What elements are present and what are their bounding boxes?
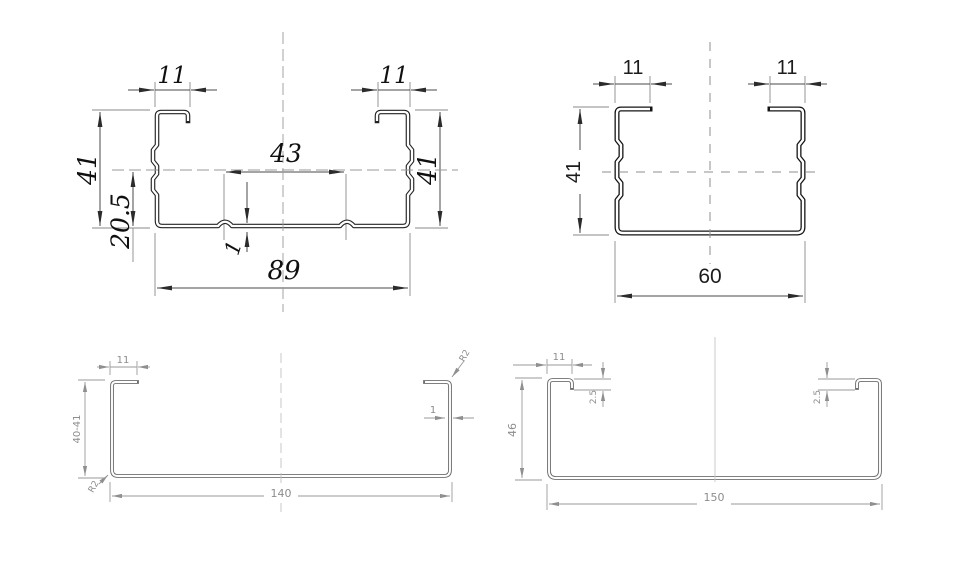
dim-label-lip: 11 <box>117 355 130 366</box>
dim-label-lip-right: 11 <box>379 63 408 89</box>
dimension-lines <box>573 76 827 303</box>
profile-outline-outer <box>153 112 412 226</box>
dim-label-overall-width: 89 <box>267 256 300 286</box>
drawing-top-right: 11 11 41 60 <box>563 42 827 303</box>
dim-label-radius-bottom: R2 <box>87 479 102 494</box>
dim-label-overall-width: 140 <box>271 487 292 500</box>
label-mask <box>566 150 582 194</box>
dim-label-thickness: 1 <box>430 405 436 416</box>
dim-label-inner-width: 43 <box>269 139 302 168</box>
dim-label-lip-return-right: 2.5 <box>813 390 823 404</box>
dim-label-overall-width: 150 <box>704 491 725 504</box>
dimension-labels: 11 11 43 41 20.5 41 1 89 <box>73 63 442 286</box>
dim-label-radius-top: R2 <box>458 348 473 363</box>
dim-label-height: 41 <box>563 161 585 183</box>
dim-label-lip-return-left: 2.5 <box>589 390 599 404</box>
dimension-labels: 11 11 41 60 <box>563 57 797 288</box>
drawing-top-left: 11 11 43 41 20.5 41 1 89 <box>73 32 458 312</box>
dim-label-height-left: 41 <box>73 153 102 186</box>
dim-label-overall-width: 60 <box>698 265 721 288</box>
leader-radius-top <box>451 360 465 378</box>
dim-label-lip-left: 11 <box>157 63 186 89</box>
dimension-lines <box>92 82 448 296</box>
dim-label-lip-left: 11 <box>623 57 644 79</box>
dim-label-height-right: 41 <box>413 153 442 186</box>
dim-label-lip-right: 11 <box>777 57 798 79</box>
drawing-bottom-right: 11 2.5 2.5 46 150 <box>506 337 883 510</box>
dim-label-height: 40-41 <box>72 414 83 443</box>
dimension-labels: 11 2.5 2.5 46 150 <box>506 352 823 507</box>
leader-radius-bottom <box>98 474 109 485</box>
dimension-labels: 11 R2 40-41 1 R2 140 <box>72 348 473 500</box>
drawing-bottom-left: 11 R2 40-41 1 R2 140 <box>72 348 474 512</box>
dim-label-half-height: 20.5 <box>106 193 135 250</box>
dim-label-thickness: 1 <box>220 238 247 258</box>
profile-outline-core <box>151 110 414 228</box>
dim-label-lip: 11 <box>553 352 566 363</box>
dim-label-height: 46 <box>506 423 519 437</box>
label-mask <box>697 494 731 507</box>
label-mask <box>264 487 298 499</box>
